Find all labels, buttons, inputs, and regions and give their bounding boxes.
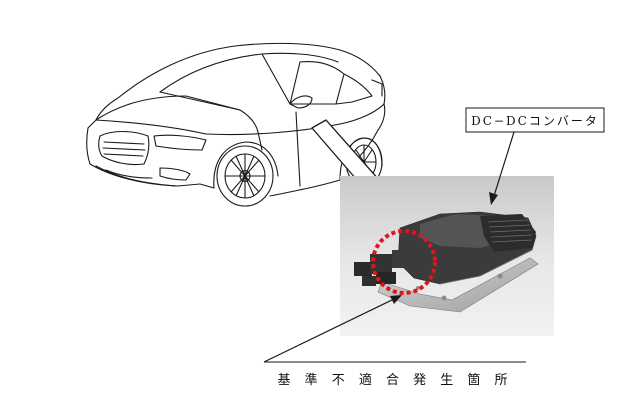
car-illustration [86, 42, 386, 197]
converter-photo [340, 176, 554, 336]
callout-label-box: DC−DCコンバータ [465, 107, 605, 133]
defect-highlight-circle [371, 229, 437, 295]
callout-leader-arrow [489, 131, 515, 205]
location-caption: 基 準 不 適 合 発 生 箇 所 [277, 372, 512, 388]
caption-leader-arrow [263, 295, 526, 363]
callout-label-text: DC−DCコンバータ [471, 114, 599, 128]
car-front-wheel [216, 145, 274, 207]
